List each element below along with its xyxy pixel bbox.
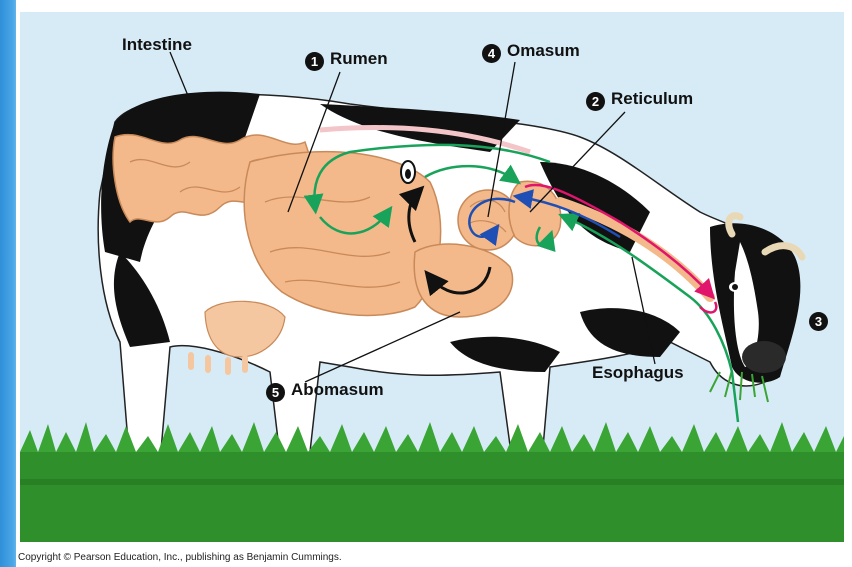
label-omasum-text: Omasum [507,41,580,60]
label-intestine: Intestine [122,36,192,53]
label-mouth-number: 3 [809,310,834,331]
number-badge-4: 4 [482,44,501,63]
label-rumen: 1 Rumen [305,50,388,71]
label-reticulum-text: Reticulum [611,89,693,108]
label-abomasum-text: Abomasum [291,380,384,399]
label-esophagus: Esophagus [592,364,684,381]
number-badge-1: 1 [305,52,324,71]
label-reticulum: 2 Reticulum [586,90,693,111]
cow-digestive-illustration [20,12,844,542]
number-badge-3: 3 [809,312,828,331]
label-abomasum: 5 Abomasum [266,381,384,402]
label-omasum: 4 Omasum [482,42,580,63]
number-badge-2: 2 [586,92,605,111]
label-rumen-text: Rumen [330,49,388,68]
copyright-notice: Copyright © Pearson Education, Inc., pub… [18,552,342,563]
diagram-panel: Intestine 1 Rumen 4 Omasum 2 Reticulum 3 Es… [20,12,844,542]
number-badge-5: 5 [266,383,285,402]
